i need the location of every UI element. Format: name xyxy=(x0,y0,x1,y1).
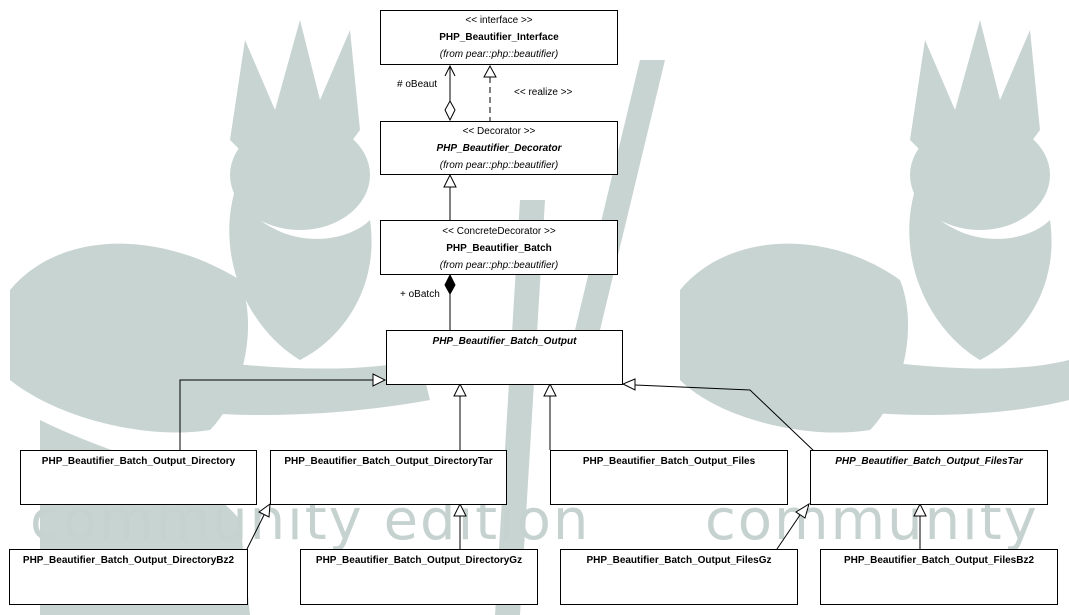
class-output-filesbz2[interactable]: PHP_Beautifier_Batch_Output_FilesBz2 xyxy=(820,549,1058,605)
generalization-directory-arrowhead xyxy=(372,373,387,387)
package-label: (from pear::php::beautifier) xyxy=(439,49,559,60)
label-realize: << realize >> xyxy=(514,87,573,98)
watermark-arm-right xyxy=(780,350,1069,415)
generalization-directory-line xyxy=(179,379,373,450)
class-name: PHP_Beautifier_Batch_Output xyxy=(432,336,577,347)
class-output-directorytar[interactable]: PHP_Beautifier_Batch_Output_DirectoryTar xyxy=(270,450,507,505)
generalization-filesgz-arrowhead xyxy=(795,502,810,519)
association-obeaut-arrowhead xyxy=(444,64,456,77)
composition-diamond xyxy=(444,273,456,296)
generalization-directorygz-arrowhead xyxy=(453,502,467,517)
class-name: PHP_Beautifier_Batch xyxy=(446,243,552,254)
watermark-staff-left xyxy=(495,200,545,615)
class-output-directorybz2[interactable]: PHP_Beautifier_Batch_Output_DirectoryBz2 xyxy=(9,549,248,605)
class-batch[interactable]: << ConcreteDecorator >> PHP_Beautifier_B… xyxy=(380,220,618,275)
label-obeaut: # oBeaut xyxy=(397,79,438,90)
class-output-filestar[interactable]: PHP_Beautifier_Batch_Output_FilesTar xyxy=(810,450,1048,505)
class-batch-output[interactable]: PHP_Beautifier_Batch_Output xyxy=(386,330,623,385)
class-name: PHP_Beautifier_Decorator xyxy=(436,143,562,154)
aggregation-diamond xyxy=(444,99,456,122)
generalization-directorybz2-arrowhead xyxy=(258,502,271,518)
watermark-beard-left xyxy=(229,190,372,360)
class-output-filesgz[interactable]: PHP_Beautifier_Batch_Output_FilesGz xyxy=(560,549,798,605)
stereotype-label: << ConcreteDecorator >> xyxy=(442,226,556,237)
generalization-directorybz2-line xyxy=(246,514,265,550)
class-name: PHP_Beautifier_Batch_Output_Directory xyxy=(41,456,236,467)
package-label: (from pear::php::beautifier) xyxy=(439,260,559,271)
class-name: PHP_Beautifier_Batch_Output_DirectoryBz2 xyxy=(22,555,235,566)
stereotype-label: << interface >> xyxy=(465,15,533,26)
watermark-arm-left xyxy=(110,350,430,415)
generalization-files-arrowhead xyxy=(543,382,557,397)
class-decorator[interactable]: << Decorator >> PHP_Beautifier_Decorator… xyxy=(380,121,618,175)
generalization-filestar-line xyxy=(634,384,816,453)
stereotype-label: << Decorator >> xyxy=(462,126,536,137)
watermark-head-right xyxy=(910,120,1050,230)
realization-arrowhead xyxy=(483,64,497,78)
generalization-batch-arrowhead xyxy=(443,173,457,188)
class-output-directory[interactable]: PHP_Beautifier_Batch_Output_Directory xyxy=(20,450,257,505)
generalization-filesgz-line xyxy=(776,514,801,550)
class-name: PHP_Beautifier_Batch_Output_DirectoryGz xyxy=(315,555,523,566)
class-name: PHP_Beautifier_Batch_Output_DirectoryTar xyxy=(284,456,493,467)
class-output-files[interactable]: PHP_Beautifier_Batch_Output_Files xyxy=(550,450,788,505)
label-obatch: + oBatch xyxy=(400,289,440,300)
package-label: (from pear::php::beautifier) xyxy=(439,160,559,171)
class-name: PHP_Beautifier_Batch_Output_FilesGz xyxy=(586,555,772,566)
class-name: PHP_Beautifier_Interface xyxy=(439,32,559,43)
class-name: PHP_Beautifier_Batch_Output_FilesTar xyxy=(835,456,1023,467)
watermark-beard-right xyxy=(909,190,1052,360)
class-interface[interactable]: << interface >> PHP_Beautifier_Interface… xyxy=(380,10,618,65)
generalization-directorytar-arrowhead xyxy=(453,382,467,397)
watermark-head-left xyxy=(230,120,370,230)
generalization-filestar-arrowhead xyxy=(621,378,636,391)
generalization-filesbz2-arrowhead xyxy=(913,502,927,517)
class-output-directorygz[interactable]: PHP_Beautifier_Batch_Output_DirectoryGz xyxy=(300,549,538,605)
class-name: PHP_Beautifier_Batch_Output_FilesBz2 xyxy=(843,555,1035,566)
class-name: PHP_Beautifier_Batch_Output_Files xyxy=(582,456,756,467)
